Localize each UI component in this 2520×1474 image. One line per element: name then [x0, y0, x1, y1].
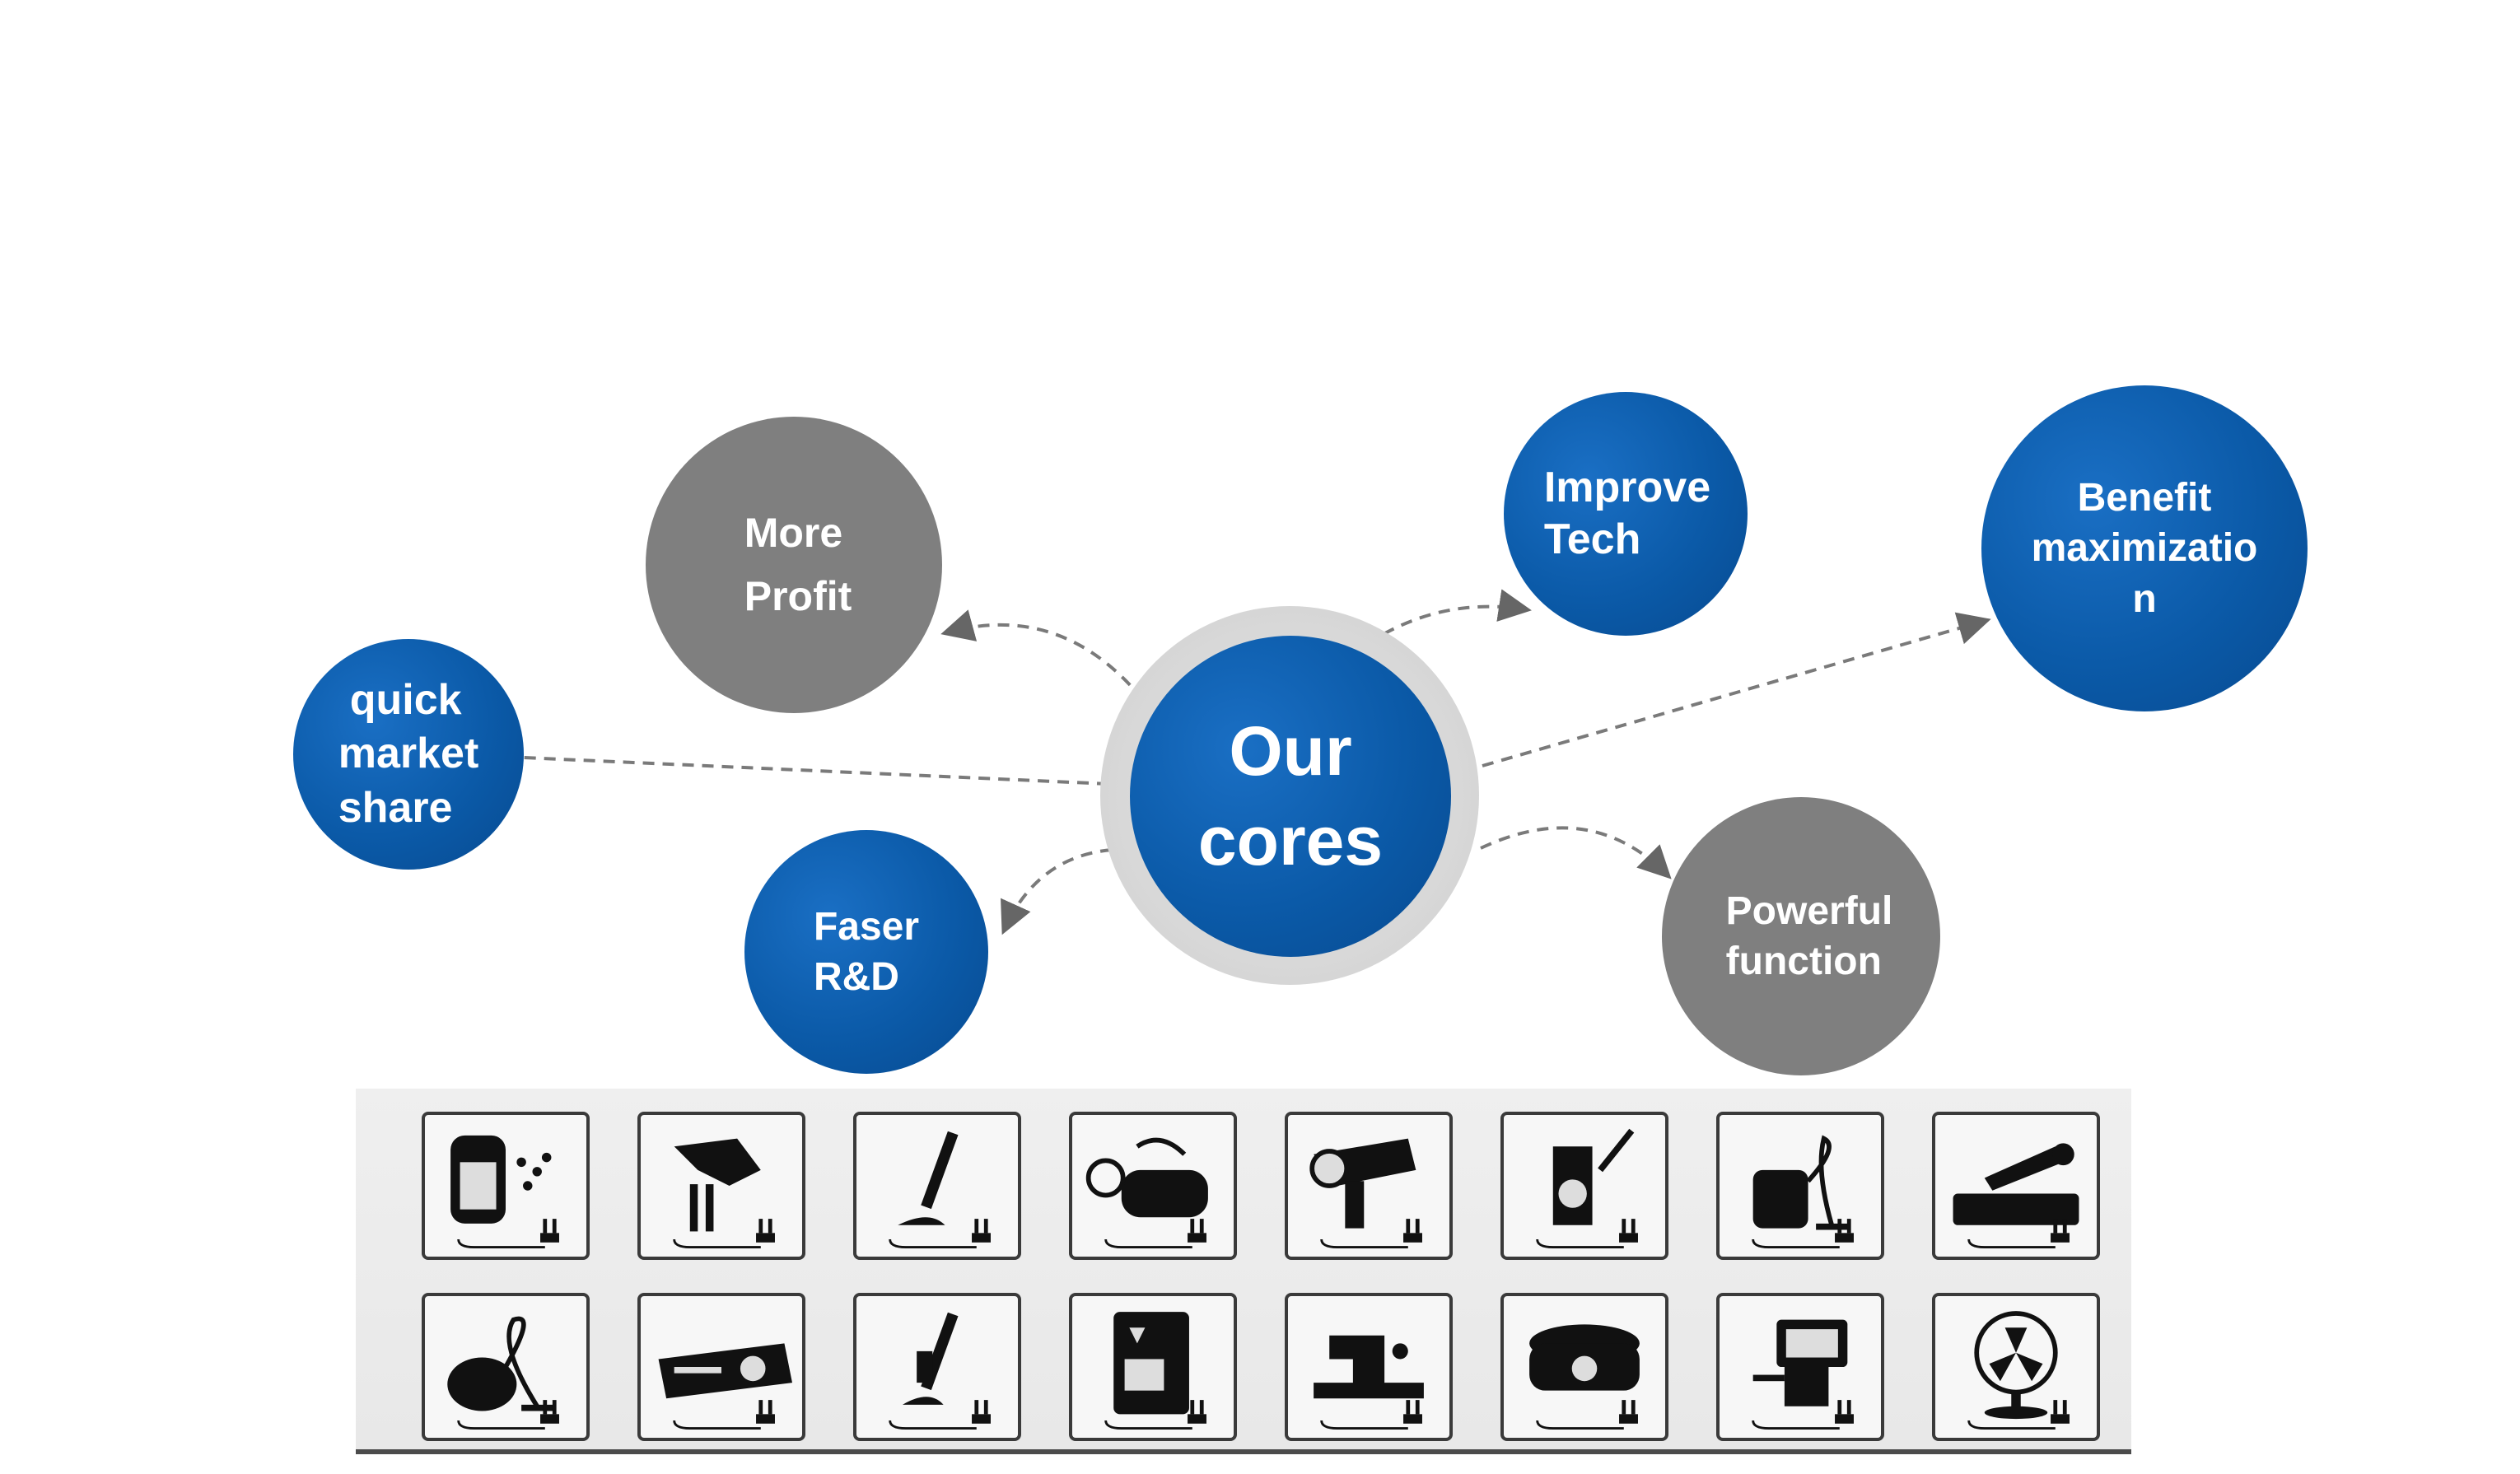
projector-on-stand-icon [1953, 1143, 2079, 1248]
line-to-benefit-maximization [1482, 612, 1991, 767]
appliance-icon-strip [356, 1089, 2131, 1454]
node-label-line: Improve [1543, 463, 1711, 511]
node-label-line: quick [349, 675, 462, 724]
node-label-line: market [338, 730, 479, 778]
core-line-1: Our [1229, 711, 1352, 790]
node-improve-tech: Improve Tech [1504, 392, 1748, 636]
appliance-tile [1500, 1293, 1668, 1441]
appliance-tile [637, 1293, 805, 1441]
core-line-2: cores [1197, 802, 1384, 879]
node-label-line: share [338, 783, 453, 832]
node-label-line: Faser [813, 904, 920, 949]
arrow-to-faser-rd [1001, 848, 1113, 935]
node-label-line: Powerful [1725, 889, 1893, 933]
projector-icon [658, 1343, 792, 1430]
node-label-line: Profit [744, 573, 852, 619]
water-dispenser-icon [1104, 1312, 1206, 1430]
node-label-line: maximizatio [2031, 526, 2258, 571]
steam-mop-icon [889, 1131, 991, 1248]
appliance-tile [1716, 1293, 1884, 1441]
appliance-tile [1932, 1293, 2100, 1441]
hair-dryer-icon [1309, 1138, 1422, 1248]
appliance-tile [853, 1293, 1021, 1441]
appliance-tile [1500, 1112, 1668, 1260]
canister-vacuum-icon [447, 1316, 559, 1430]
node-benefit-maximization: Benefit maximizatio n [1981, 385, 2308, 711]
line-to-quick-market-share [523, 756, 1109, 786]
desk-fan-icon [1967, 1311, 2070, 1430]
node-more-profit: More Profit [646, 417, 942, 713]
wet-dry-vacuum-icon [1752, 1135, 1854, 1248]
air-purifier-icon [450, 1135, 559, 1248]
node-label-line: Tech [1543, 515, 1641, 563]
appliance-tile [1285, 1293, 1453, 1441]
node-label-line: More [744, 509, 843, 556]
appliance-tile [422, 1293, 590, 1441]
steam-iron-station-icon [1085, 1137, 1208, 1248]
node-label-line: n [2132, 576, 2157, 621]
node-label-line: Benefit [2077, 475, 2212, 520]
sewing-machine-icon [1314, 1335, 1424, 1430]
node-powerful-function: Powerful function [1662, 797, 1940, 1075]
node-label-line: function [1725, 940, 1882, 983]
appliance-tile [1285, 1112, 1453, 1260]
node-label-line: R&D [813, 955, 899, 999]
appliance-tile [853, 1112, 1021, 1260]
rice-cooker-icon [1529, 1324, 1640, 1430]
core-bubble: Our cores [1130, 636, 1451, 957]
stick-vacuum-icon [889, 1312, 991, 1430]
appliance-tile [637, 1112, 805, 1260]
hand-mixer-icon [673, 1138, 775, 1248]
appliance-tile [1716, 1112, 1884, 1260]
appliance-tile [422, 1112, 590, 1260]
appliance-tile [1069, 1112, 1237, 1260]
arrow-to-powerful-function [1480, 826, 1672, 879]
appliance-tile [1932, 1112, 2100, 1260]
medical-cart-icon [1752, 1319, 1854, 1430]
arrow-to-improve-tech [1383, 589, 1532, 636]
arrow-to-more-profit [940, 609, 1145, 702]
node-quick-market-share: quick market share [293, 639, 524, 870]
appliance-tile [1069, 1293, 1237, 1441]
node-faser-rd: Faser R&D [744, 830, 988, 1074]
handheld-steamer-icon [1536, 1128, 1638, 1248]
